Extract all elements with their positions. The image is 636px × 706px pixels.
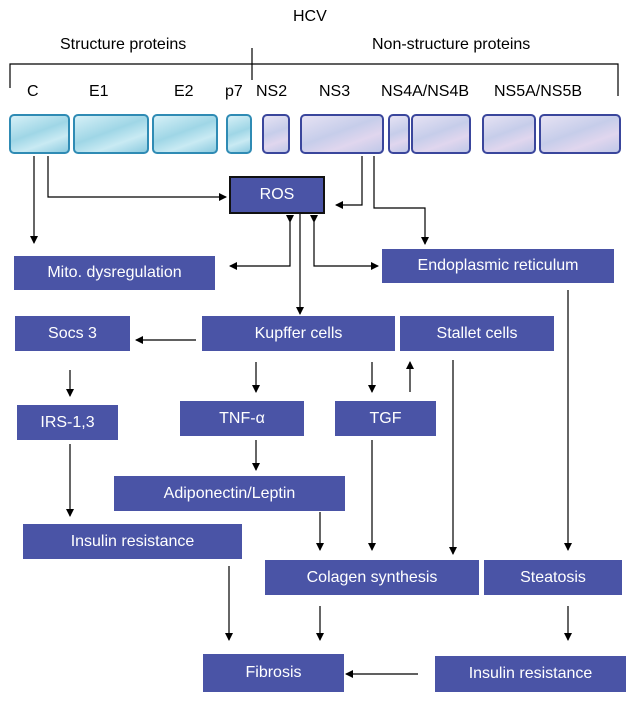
endoplasmic-reticulum-node: Endoplasmic reticulum — [382, 249, 614, 283]
genome-segment-ns5b — [539, 114, 621, 154]
stallet-cells-node: Stallet cells — [400, 316, 554, 351]
arrow-ros-mito — [229, 215, 294, 270]
tnf-alpha-node: TNF-α — [180, 401, 304, 436]
arrow-ros-er — [310, 215, 379, 270]
steatosis-node: Steatosis — [484, 560, 622, 595]
gene-label-ns5: NS5A/NS5B — [494, 83, 583, 100]
genome-segment-p7 — [226, 114, 252, 154]
gene-label-e2: E2 — [174, 83, 194, 100]
insulin-resistance-right-node: Insulin resistance — [435, 656, 626, 692]
kupffer-cells-node: Kupffer cells — [202, 316, 395, 351]
gene-label-e1: E1 — [89, 83, 109, 100]
genome-segment-c — [9, 114, 70, 154]
nonstructure-proteins-label: Non-structure proteins — [372, 36, 531, 53]
genome-segment-ns5a — [482, 114, 536, 154]
gene-label-ns3: NS3 — [319, 83, 351, 100]
structure-bracket — [9, 63, 252, 88]
genome-segment-ns2 — [262, 114, 290, 154]
insulin-resistance-left-node: Insulin resistance — [23, 524, 242, 559]
genome-segment-ns4b — [411, 114, 471, 154]
arrow-ns3-to-ros — [335, 156, 363, 209]
mito-dysregulation-node: Mito. dysregulation — [14, 256, 215, 290]
gene-label-ns2: NS2 — [256, 83, 288, 100]
arrow-ns3-to-er — [373, 156, 429, 245]
arrow-e1-to-ros — [47, 156, 227, 201]
structure-proteins-label: Structure proteins — [60, 36, 187, 53]
gene-label-ns4: NS4A/NS4B — [381, 83, 470, 100]
genome-segment-e2 — [152, 114, 218, 154]
genome-segment-ns3 — [300, 114, 384, 154]
hcv-title: HCV — [293, 8, 327, 25]
gene-label-p7: p7 — [225, 83, 243, 100]
ros-node: ROS — [229, 176, 325, 214]
genome-segment-ns4a — [388, 114, 410, 154]
nonstructure-bracket — [252, 63, 619, 96]
gene-label-c: C — [27, 83, 39, 100]
genome-segment-e1 — [73, 114, 149, 154]
tgf-node: TGF — [335, 401, 436, 436]
irs-node: IRS-1,3 — [17, 405, 118, 440]
fibrosis-node: Fibrosis — [203, 654, 344, 692]
socs3-node: Socs 3 — [15, 316, 130, 351]
adiponectin-leptin-node: Adiponectin/Leptin — [114, 476, 345, 511]
colagen-synthesis-node: Colagen synthesis — [265, 560, 479, 595]
